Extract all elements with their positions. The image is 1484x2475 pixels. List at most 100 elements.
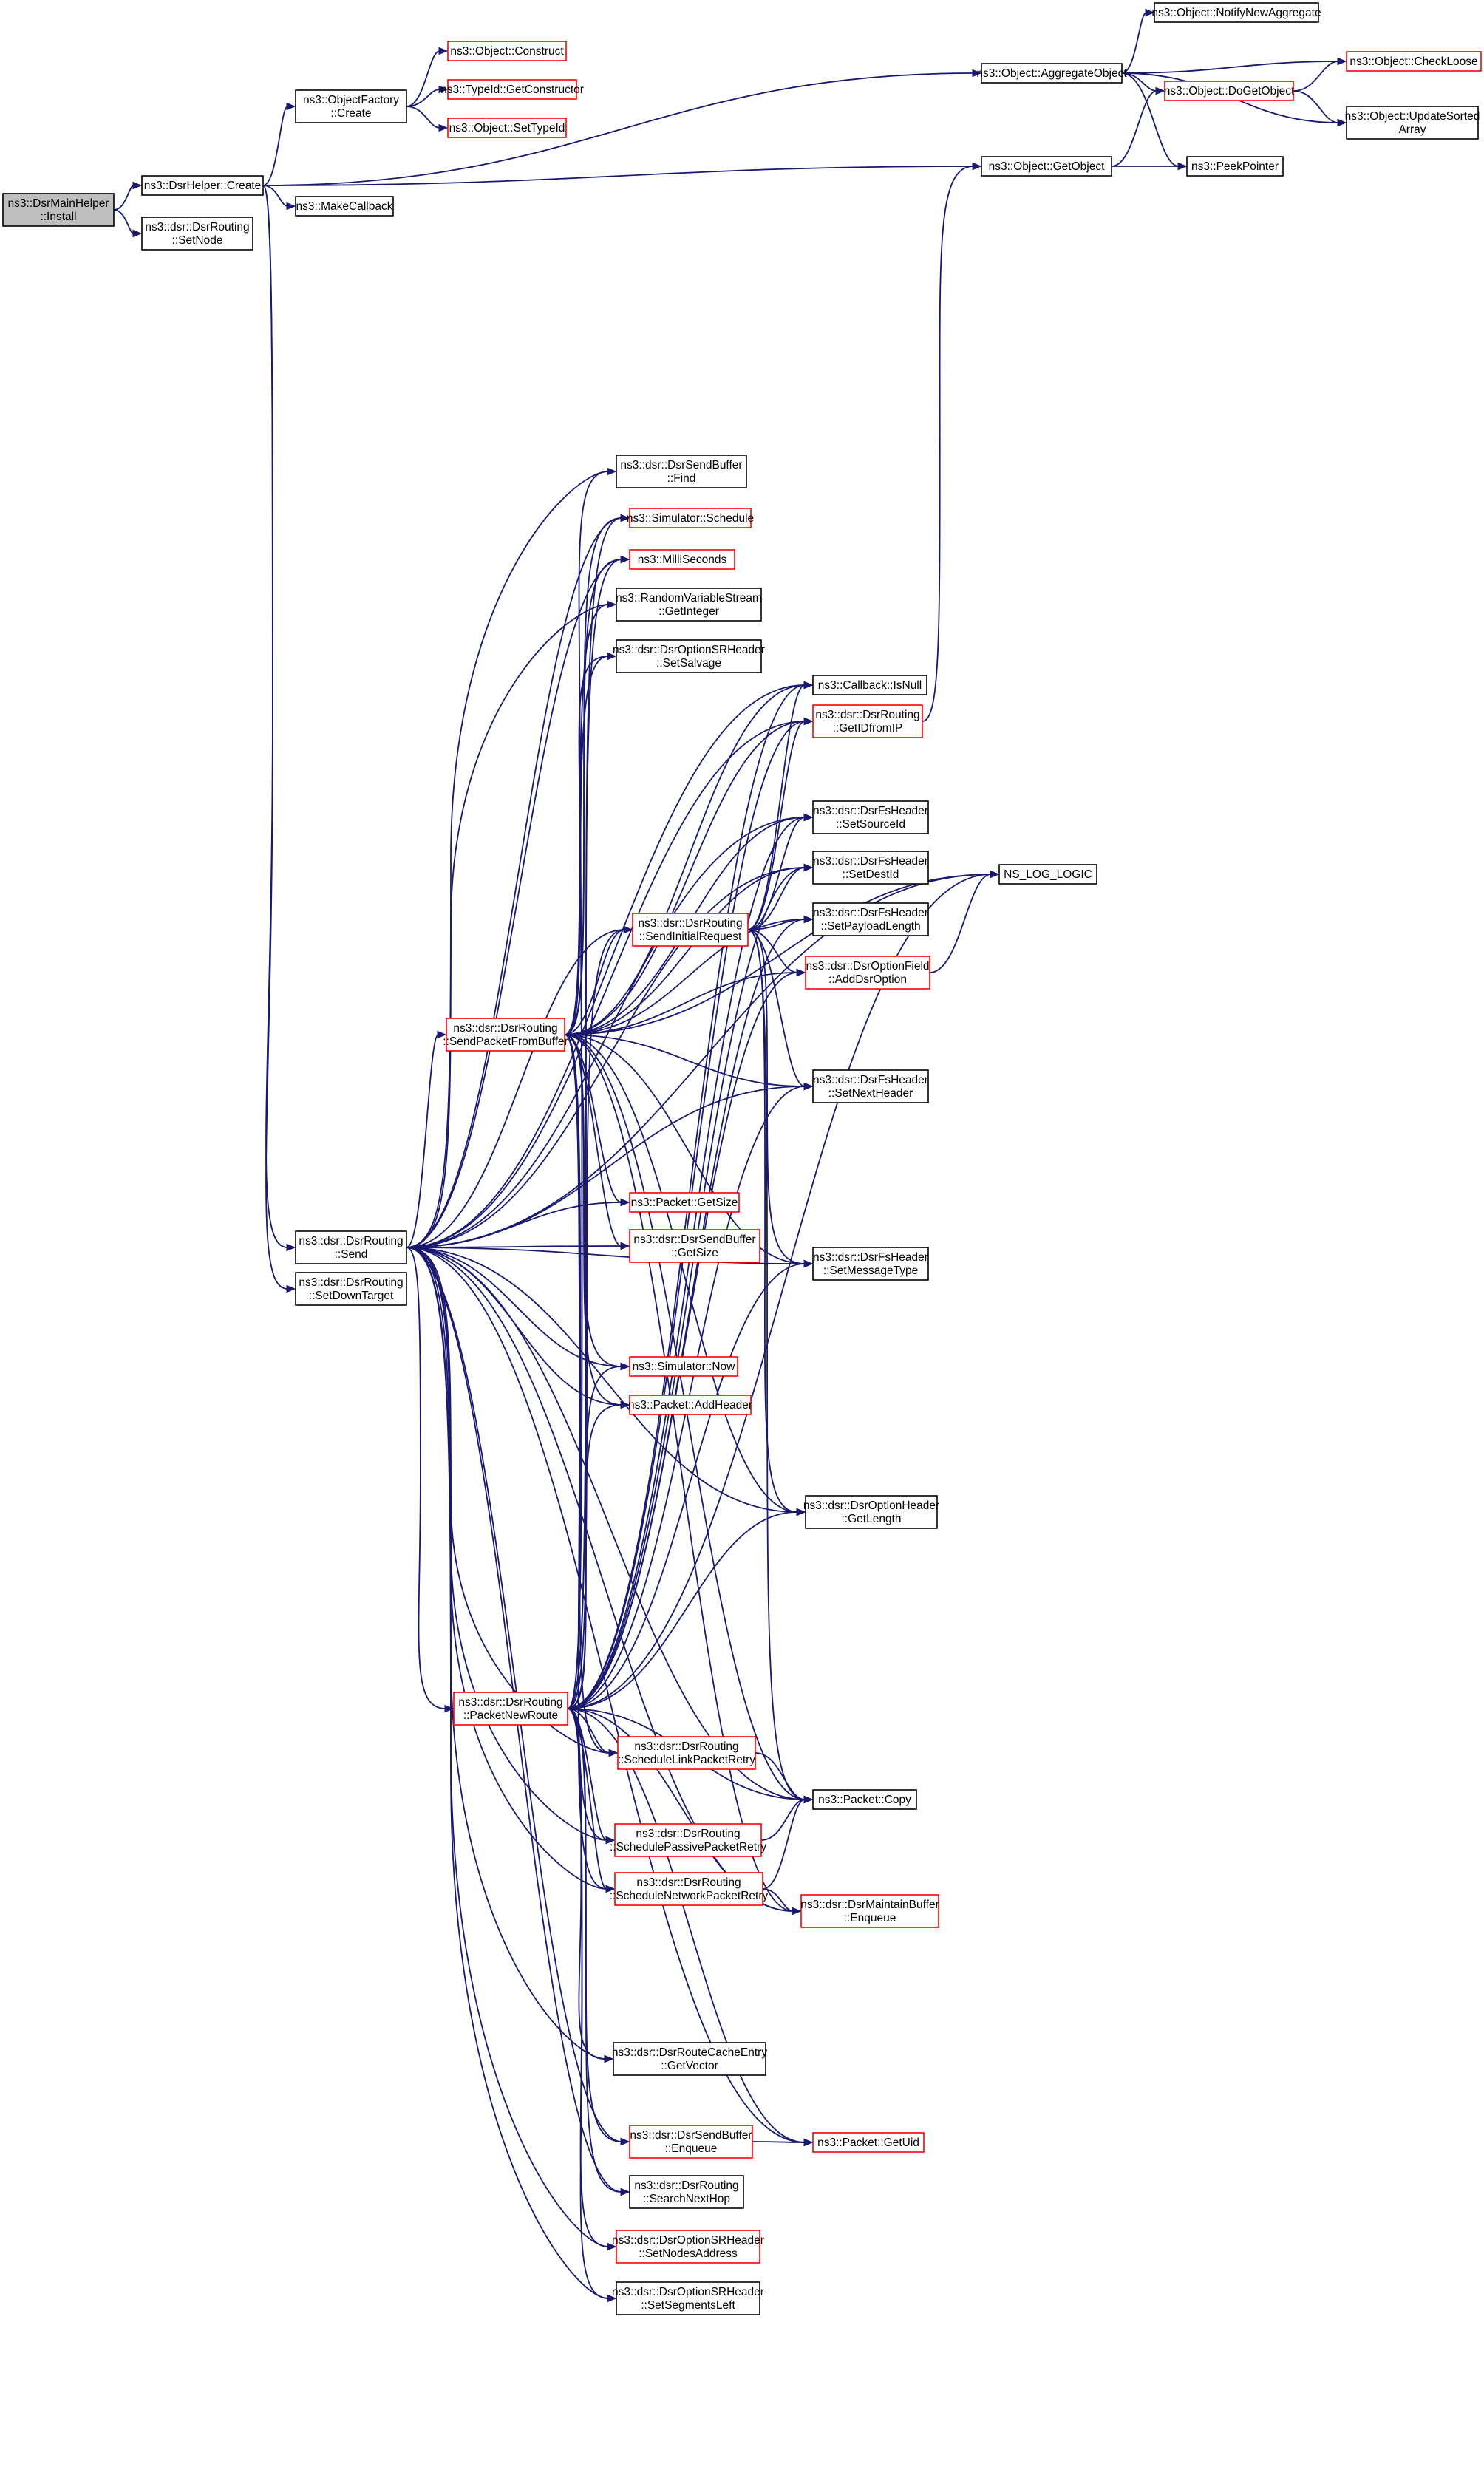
node-makecallback[interactable]: ns3::MakeCallback xyxy=(295,196,394,217)
node-box xyxy=(616,455,747,488)
node-dogetobject[interactable]: ns3::Object::DoGetObject xyxy=(1164,81,1295,101)
edge-schedlink-to-packet-copy xyxy=(755,1752,814,1804)
node-setnode[interactable]: ns3::dsr::DsrRouting::SetNode xyxy=(141,217,253,251)
node-construct[interactable]: ns3::Object::Construct xyxy=(447,41,567,61)
node-sr-setsalvage[interactable]: ns3::dsr::DsrOptionSRHeader::SetSalvage xyxy=(613,639,765,673)
node-sb-enqueue[interactable]: ns3::dsr::DsrSendBuffer::Enqueue xyxy=(629,2125,753,2159)
node-box xyxy=(629,1192,740,1213)
edge-packetnewroute-to-sendinitialrequest xyxy=(567,925,633,1709)
edge-dogetobject-to-updatesorted xyxy=(1293,90,1347,127)
node-cb-isnull[interactable]: ns3::Callback::IsNull xyxy=(812,675,928,695)
node-fs-setpayload[interactable]: ns3::dsr::DsrFsHeader::SetPayloadLength xyxy=(812,902,929,936)
edge-line xyxy=(406,471,609,1248)
arrowhead-icon xyxy=(444,1704,455,1713)
arrowhead-icon xyxy=(796,1508,806,1516)
edge-line xyxy=(262,166,974,186)
node-settypeid[interactable]: ns3::Object::SetTypeId xyxy=(447,118,567,138)
node-label: ::GetInteger xyxy=(658,605,719,618)
node-sendinitialrequest[interactable]: ns3::dsr::DsrRouting::SendInitialRequest xyxy=(632,913,749,947)
arrowhead-icon xyxy=(620,1400,630,1409)
node-getconstructor[interactable]: ns3::TypeId::GetConstructor xyxy=(440,79,584,100)
node-packetnewroute[interactable]: ns3::dsr::DsrRouting::PacketNewRoute xyxy=(453,1692,568,1726)
node-setdowntarget[interactable]: ns3::dsr::DsrRouting::SetDownTarget xyxy=(295,1272,407,1306)
node-sendpacketfrombuffer[interactable]: ns3::dsr::DsrRouting::SendPacketFromBuff… xyxy=(443,1018,568,1052)
node-label: ns3::DsrMainHelper xyxy=(8,197,109,210)
node-schedlink[interactable]: ns3::dsr::DsrRouting::ScheduleLinkPacket… xyxy=(617,1736,756,1770)
node-schednetwork[interactable]: ns3::dsr::DsrRouting::ScheduleNetworkPac… xyxy=(610,1872,769,1906)
node-adddsroption[interactable]: ns3::dsr::DsrOptionField::AddDsrOption xyxy=(805,956,930,990)
edge-line xyxy=(262,185,288,1248)
node-fs-setdestid[interactable]: ns3::dsr::DsrFsHeader::SetDestId xyxy=(812,851,929,885)
node-packet-getuid[interactable]: ns3::Packet::GetUid xyxy=(812,2132,925,2153)
edge-line xyxy=(564,1034,610,1754)
node-label: ns3::Callback::IsNull xyxy=(818,679,922,692)
node-getidfromip[interactable]: ns3::dsr::DsrRouting::GetIDfromIP xyxy=(812,704,923,738)
edge-packetnewroute-to-sr-setsegmentsleft xyxy=(567,1708,617,2303)
node-checkloose[interactable]: ns3::Object::CheckLoose xyxy=(1346,51,1482,72)
node-packet-copy[interactable]: ns3::Packet::Copy xyxy=(812,1789,917,1810)
node-label: ::Find xyxy=(667,472,696,485)
node-label: NS_LOG_LOGIC xyxy=(1004,868,1092,881)
node-searchnexthop[interactable]: ns3::dsr::DsrRouting::SearchNextHop xyxy=(629,2175,744,2209)
node-sim-now[interactable]: ns3::Simulator::Now xyxy=(629,1356,738,1377)
node-mb-enqueue[interactable]: ns3::dsr::DsrMaintainBuffer::Enqueue xyxy=(800,1894,939,1928)
edge-line xyxy=(922,166,974,722)
edge-packetnewroute-to-fs-setdestid xyxy=(567,863,814,1709)
node-send[interactable]: ns3::dsr::DsrRouting::Send xyxy=(295,1230,407,1264)
edge-line xyxy=(406,89,440,107)
node-fs-setsourceid[interactable]: ns3::dsr::DsrFsHeader::SetSourceId xyxy=(812,800,929,834)
edge-sendinitialrequest-to-opt-getlength xyxy=(747,929,806,1516)
node-box xyxy=(295,89,407,123)
node-label: ns3::dsr::DsrFsHeader xyxy=(813,855,928,868)
node-box xyxy=(812,1069,929,1103)
node-fs-setmessagetype[interactable]: ns3::dsr::DsrFsHeader::SetMessageType xyxy=(812,1247,929,1281)
node-box xyxy=(295,1230,407,1264)
node-packet-addheader[interactable]: ns3::Packet::AddHeader xyxy=(628,1395,752,1415)
node-getobject[interactable]: ns3::Object::GetObject xyxy=(981,156,1112,177)
node-peekpointer[interactable]: ns3::PeekPointer xyxy=(1186,156,1284,177)
arrowhead-icon xyxy=(438,47,449,55)
edge-line xyxy=(564,1034,798,1513)
node-box xyxy=(616,2230,760,2264)
edge-line xyxy=(564,471,609,1035)
edge-line xyxy=(406,106,440,129)
node-objfactory-create[interactable]: ns3::ObjectFactory::Create xyxy=(295,89,407,123)
node-label: ::SetDestId xyxy=(843,868,899,881)
node-label: ::GetVector xyxy=(661,2060,718,2072)
node-label: ns3::dsr::DsrRouting xyxy=(636,1828,740,1840)
arrowhead-icon xyxy=(620,2188,630,2196)
arrowhead-icon xyxy=(803,813,814,822)
node-sb-find[interactable]: ns3::dsr::DsrSendBuffer::Find xyxy=(616,455,747,488)
node-sr-setnodesaddress[interactable]: ns3::dsr::DsrOptionSRHeader::SetNodesAdd… xyxy=(612,2230,764,2264)
node-helper-create[interactable]: ns3::DsrHelper::Create xyxy=(141,175,264,196)
edge-line xyxy=(564,1034,607,1890)
node-notify[interactable]: ns3::Object::NotifyNewAggregate xyxy=(1151,2,1321,23)
node-rce-getvector[interactable]: ns3::dsr::DsrRouteCacheEntry::GetVector xyxy=(612,2042,767,2076)
node-packet-getsize[interactable]: ns3::Packet::GetSize xyxy=(629,1192,740,1213)
node-sb-getsize[interactable]: ns3::dsr::DsrSendBuffer::GetSize xyxy=(629,1229,760,1263)
node-milliseconds[interactable]: ns3::MilliSeconds xyxy=(629,549,735,570)
edge-line xyxy=(747,867,806,930)
node-sim-schedule[interactable]: ns3::Simulator::Schedule xyxy=(627,508,754,528)
node-opt-getlength[interactable]: ns3::dsr::DsrOptionHeader::GetLength xyxy=(803,1495,939,1529)
node-schedpassive[interactable]: ns3::dsr::DsrRouting::SchedulePassivePac… xyxy=(610,1823,766,1857)
node-aggregate[interactable]: ns3::Object::AggregateObject xyxy=(976,63,1127,84)
node-label: ::ScheduleLinkPacketRetry xyxy=(618,1754,755,1766)
node-rvs-getinteger[interactable]: ns3::RandomVariableStream::GetInteger xyxy=(616,588,762,622)
edge-sendinitialrequest-to-fs-setsourceid xyxy=(747,813,814,930)
node-fs-setnextheader[interactable]: ns3::dsr::DsrFsHeader::SetNextHeader xyxy=(812,1069,929,1103)
edge-send-to-sr-setnodesaddress xyxy=(406,1247,617,2251)
node-label: ns3::TypeId::GetConstructor xyxy=(440,84,584,96)
node-label: ::SetMessageType xyxy=(823,1264,918,1277)
node-box xyxy=(812,2132,925,2153)
node-ns-log-logic[interactable]: NS_LOG_LOGIC xyxy=(998,864,1097,885)
edge-line xyxy=(567,1708,622,2142)
node-sr-setsegmentsleft[interactable]: ns3::dsr::DsrOptionSRHeader::SetSegments… xyxy=(612,2281,764,2315)
node-install[interactable]: ns3::DsrMainHelper::Install xyxy=(2,193,115,227)
node-box xyxy=(616,588,762,622)
node-label: ns3::dsr::DsrRouting xyxy=(145,221,249,234)
node-label: ns3::dsr::DsrSendBuffer xyxy=(620,459,742,471)
node-label: ns3::Simulator::Now xyxy=(633,1361,735,1373)
node-label: ::ScheduleNetworkPacketRetry xyxy=(610,1890,769,1902)
